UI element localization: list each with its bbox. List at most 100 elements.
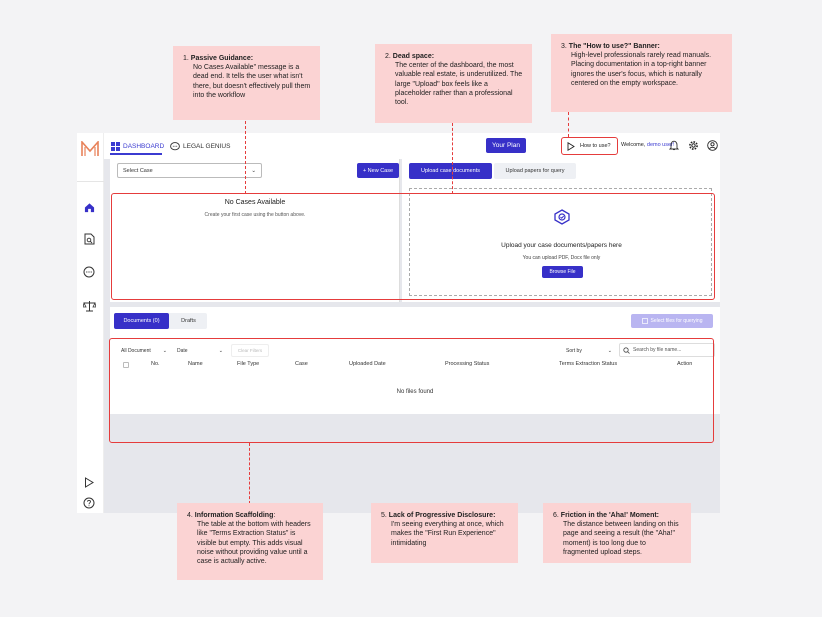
- tab-dashboard[interactable]: DASHBOARD: [111, 139, 164, 153]
- col-name: Name: [188, 361, 203, 367]
- home-icon[interactable]: [82, 200, 96, 214]
- play-icon: [567, 141, 575, 151]
- tab-documents[interactable]: Documents (0): [114, 313, 169, 329]
- chevron-down-icon: ⌄: [251, 167, 256, 174]
- col-terms-extraction-status: Terms Extraction Status: [559, 361, 618, 367]
- select-files-button[interactable]: Select files for querying: [631, 314, 713, 328]
- note-1-number: 1.: [183, 55, 189, 62]
- col-processing-status: Processing Status: [445, 361, 490, 367]
- bell-icon[interactable]: [668, 139, 680, 151]
- tab-legal-genius-label: LEGAL GENIUS: [183, 142, 231, 150]
- help-icon[interactable]: [82, 496, 96, 510]
- search-placeholder: Search by file name...: [633, 347, 682, 353]
- app-window: DASHBOARD LEGAL GENIUS Your Plan How to …: [77, 133, 720, 513]
- search-icon: [623, 346, 630, 354]
- col-case: Case: [295, 361, 308, 367]
- checkbox-icon: [641, 318, 648, 324]
- welcome-prefix: Welcome,: [621, 142, 646, 148]
- tab-dashboard-label: DASHBOARD: [123, 142, 165, 150]
- note-6-title: Friction in the 'Aha!' Moment:: [560, 512, 660, 519]
- date-filter-value: Date: [177, 347, 188, 354]
- tab-upload-papers-for-query[interactable]: Upload papers for query: [494, 163, 576, 179]
- note-1-body: No Cases Available" message is a dead en…: [193, 64, 311, 99]
- play-icon[interactable]: [82, 475, 96, 489]
- user-icon[interactable]: [706, 139, 718, 151]
- connector-3: [568, 112, 569, 137]
- tab-drafts[interactable]: Drafts: [181, 318, 196, 324]
- search-input[interactable]: Search by file name...: [619, 343, 715, 357]
- upload-dropzone[interactable]: Upload your case documents/papers here Y…: [409, 188, 712, 296]
- grid-icon: [111, 141, 120, 151]
- upload-subtitle: You can upload PDF, Docx file only: [522, 255, 601, 261]
- tab-legal-genius[interactable]: LEGAL GENIUS: [170, 139, 230, 153]
- how-to-use-button[interactable]: How to use?: [561, 137, 618, 155]
- sort-by-value: Sort by: [566, 347, 582, 354]
- your-plan-button[interactable]: Your Plan: [486, 138, 526, 153]
- note-2-number: 2.: [385, 53, 391, 60]
- note-2-title: Dead space:: [392, 53, 435, 60]
- how-to-use-label: How to use?: [580, 143, 611, 149]
- chevron-down-icon: ⌄: [162, 347, 167, 354]
- note-1-title: Passive Guidance:: [190, 55, 254, 62]
- side-rail: [77, 133, 104, 513]
- select-files-label: Select files for querying: [650, 318, 703, 324]
- note-3-title: The "How to use?" Banner:: [568, 43, 660, 50]
- date-filter[interactable]: Date ⌄: [174, 344, 226, 357]
- document-search-icon[interactable]: [82, 232, 96, 246]
- welcome-user[interactable]: demo user!: [646, 142, 675, 148]
- connector-1: [245, 121, 246, 194]
- chevron-down-icon: ⌄: [218, 347, 223, 354]
- col-action: Action: [677, 361, 693, 367]
- note-4-number: 4.: [187, 512, 193, 519]
- col-no: No.: [151, 361, 160, 367]
- all-document-value: All Document: [121, 347, 151, 354]
- app-logo: [81, 141, 99, 156]
- select-case-value: Select Case: [123, 167, 153, 174]
- note-5-number: 5.: [381, 512, 387, 519]
- clear-filters-button[interactable]: Clear Filters: [231, 344, 269, 357]
- note-4-title: Information Scaffolding: [194, 512, 274, 519]
- top-bar: DASHBOARD LEGAL GENIUS Your Plan How to …: [104, 133, 720, 159]
- sort-by-dropdown[interactable]: Sort by ⌄: [563, 344, 615, 357]
- welcome-text: Welcome, demo user!: [621, 142, 674, 148]
- browse-file-button[interactable]: Browse File: [542, 266, 583, 278]
- note-5-title: Lack of Progressive Disclosure:: [388, 512, 496, 519]
- chevron-down-icon: ⌄: [607, 347, 612, 354]
- upload-title: Upload your case documents/papers here: [501, 242, 622, 249]
- scales-icon[interactable]: [82, 299, 96, 313]
- note-4-title-suffix: :: [273, 512, 276, 519]
- case-panel: Select Case ⌄ + New Case No Cases Availa…: [110, 159, 400, 302]
- col-file-type: File Type: [237, 361, 260, 367]
- note-5-body: I'm seeing everything at once, which mak…: [391, 521, 504, 547]
- select-case-dropdown[interactable]: Select Case ⌄: [117, 163, 262, 178]
- connector-2: [452, 123, 453, 194]
- all-document-filter[interactable]: All Document ⌄: [118, 344, 170, 357]
- tab-upload-case-documents[interactable]: Upload case documents: [409, 163, 492, 179]
- cloud-upload-icon: [554, 209, 570, 225]
- annotation-note-6: 6. Friction in the 'Aha!' Moment: The di…: [543, 503, 691, 563]
- annotation-note-2: 2. Dead space: The center of the dashboa…: [375, 44, 532, 123]
- no-cases-subtitle: Create your first case using the button …: [204, 212, 306, 218]
- annotation-note-5: 5. Lack of Progressive Disclosure: I'm s…: [371, 503, 518, 563]
- main-content: Select Case ⌄ + New Case No Cases Availa…: [104, 159, 720, 513]
- highlight-documents-table: [109, 338, 714, 443]
- no-files-message: No files found: [396, 389, 434, 395]
- annotation-note-3: 3. The "How to use?" Banner: High-level …: [551, 34, 732, 112]
- note-2-body: The center of the dashboard, the most va…: [395, 62, 523, 107]
- upload-panel: Upload case documents Upload papers for …: [402, 159, 720, 302]
- note-6-number: 6.: [553, 512, 559, 519]
- gear-icon[interactable]: [687, 139, 699, 151]
- connector-4: [249, 443, 250, 504]
- chat-bubble-icon: [170, 141, 180, 150]
- note-3-body: High-level professionals rarely read man…: [571, 52, 712, 87]
- annotation-note-4: 4. Information Scaffolding: The table at…: [177, 503, 323, 580]
- new-case-button[interactable]: + New Case: [357, 163, 399, 178]
- note-6-body: The distance between landing on this pag…: [563, 521, 679, 556]
- chat-icon[interactable]: [82, 265, 96, 279]
- table-header: No. Name File Type Case Uploaded Date Pr…: [110, 359, 720, 372]
- highlight-empty-workspace: [111, 193, 715, 300]
- no-cases-title: No Cases Available: [224, 199, 286, 206]
- annotation-note-1: 1. Passive Guidance: No Cases Available"…: [173, 46, 320, 120]
- active-tab-indicator: [110, 153, 162, 155]
- select-all-checkbox[interactable]: [123, 362, 129, 368]
